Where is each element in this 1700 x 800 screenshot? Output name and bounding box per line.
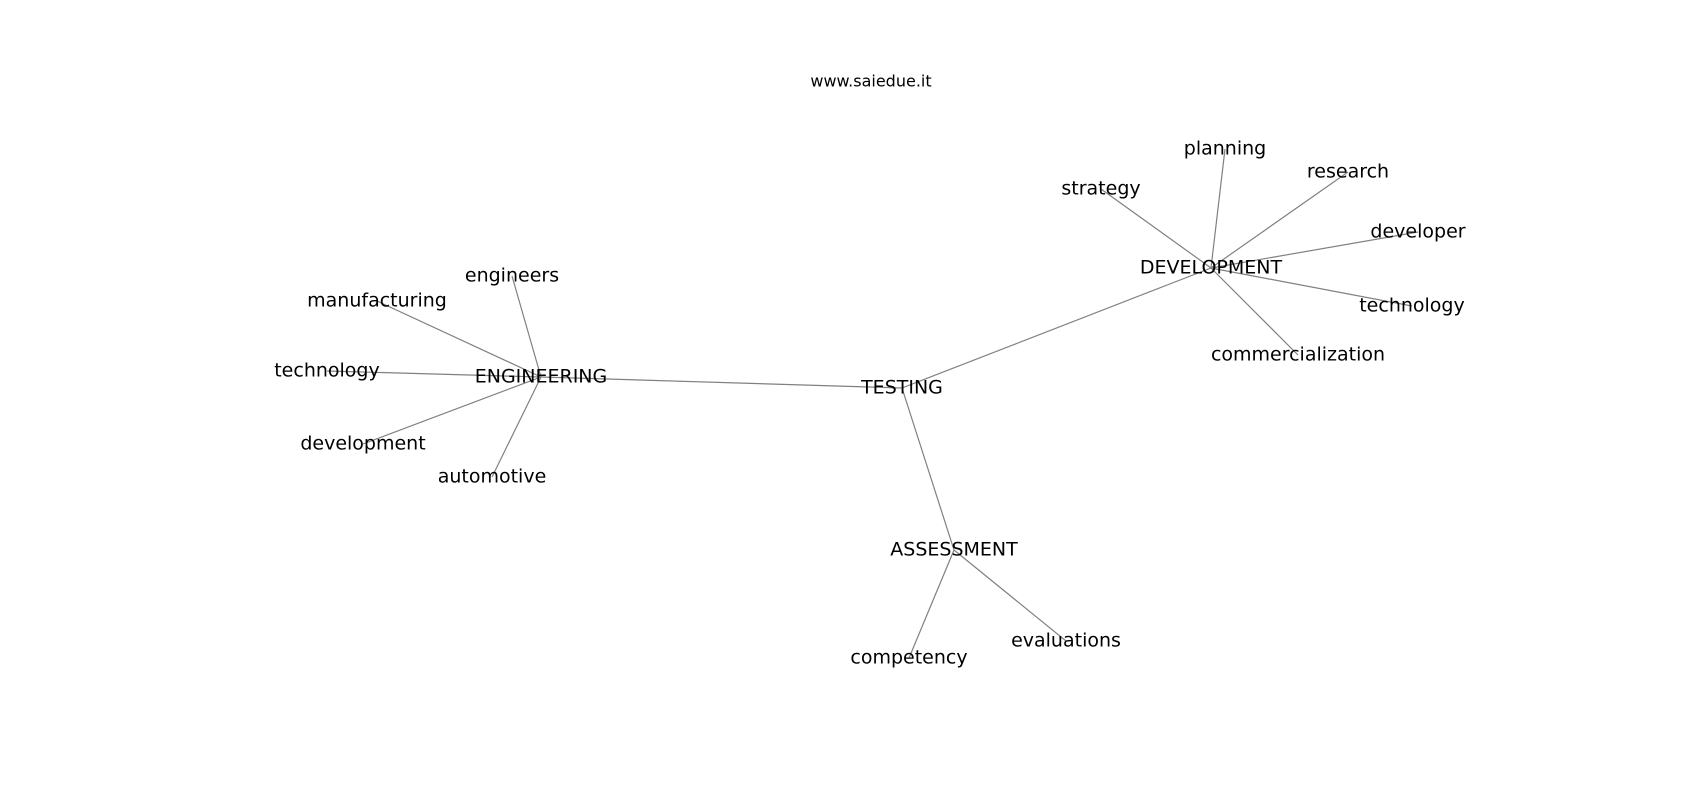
edge-assessment-competency (908, 549, 955, 659)
edge-development-planning (1210, 148, 1226, 269)
node-development: DEVELOPMENT (1140, 257, 1283, 279)
site-watermark: www.saiedue.it (810, 72, 931, 91)
node-layer: TESTING ENGINEERING DEVELOPMENT ASSESSME… (274, 138, 1466, 669)
node-competency: competency (850, 647, 967, 669)
node-engineers: engineers (465, 265, 559, 287)
edge-layer (326, 148, 1419, 659)
edge-engineering-engineers (511, 275, 542, 378)
edge-testing-assessment (901, 387, 955, 551)
edge-testing-engineering (540, 376, 903, 389)
node-manufacturing: manufacturing (307, 290, 447, 312)
edge-development-strategy (1100, 188, 1212, 269)
edge-development-research (1210, 171, 1349, 269)
node-development-engineering: development (300, 433, 425, 455)
edge-development-commercialization (1210, 267, 1299, 356)
node-automotive: automotive (438, 466, 547, 488)
edge-development-technology_dev (1210, 267, 1413, 307)
edge-testing-development (901, 267, 1212, 389)
edge-engineering-manufacturing (376, 300, 542, 378)
node-research: research (1307, 161, 1389, 183)
node-testing: TESTING (860, 377, 943, 399)
edge-engineering-technology_eng (326, 370, 542, 378)
edge-engineering-development_eng (362, 376, 542, 445)
node-technology-engineering: technology (274, 360, 380, 382)
node-evaluations: evaluations (1011, 630, 1121, 652)
node-assessment: ASSESSMENT (890, 539, 1018, 561)
edge-engineering-automotive (491, 376, 542, 478)
node-developer: developer (1370, 221, 1465, 243)
node-strategy: strategy (1061, 178, 1140, 200)
node-planning: planning (1184, 138, 1266, 160)
node-commercialization: commercialization (1211, 344, 1385, 366)
node-engineering: ENGINEERING (475, 366, 608, 388)
edge-assessment-evaluations (953, 549, 1067, 642)
node-technology-development: technology (1359, 295, 1465, 317)
edge-development-developer (1210, 231, 1419, 269)
